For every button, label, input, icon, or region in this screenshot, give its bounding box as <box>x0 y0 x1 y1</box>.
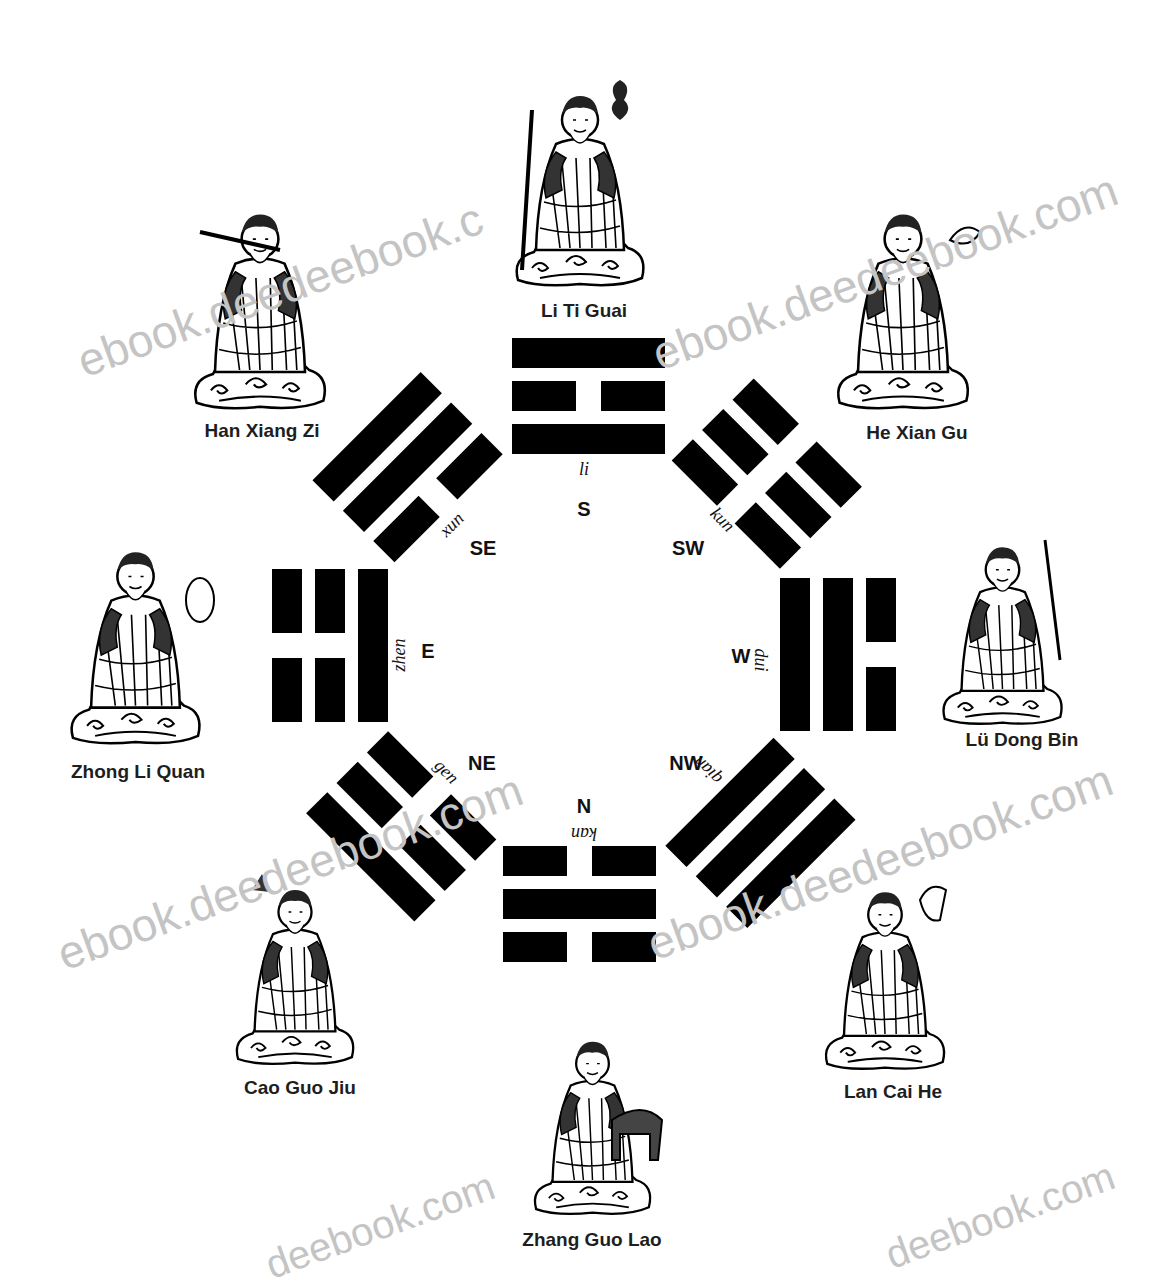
immortal-name: He Xian Gu <box>866 423 967 444</box>
immortal-name: Lan Cai He <box>844 1082 942 1103</box>
direction-label: E <box>421 640 434 662</box>
immortal-name: Han Xiang Zi <box>204 421 319 442</box>
flower-basket <box>920 887 946 921</box>
direction-label: S <box>577 498 590 520</box>
flute <box>200 232 280 250</box>
direction-label: NE <box>468 752 496 774</box>
trigram-zhen <box>272 569 388 722</box>
trigram-li <box>512 338 665 454</box>
figure-zhong-li-quan <box>72 552 200 743</box>
trigram-name: zhen <box>390 639 410 672</box>
immortal-name: Cao Guo Jiu <box>244 1078 356 1099</box>
immortal-name: Li Ti Guai <box>541 301 627 322</box>
trigram-xun <box>312 372 502 562</box>
gourd <box>612 80 628 120</box>
trigram-name: xun <box>436 509 468 541</box>
fan <box>186 578 214 622</box>
trigram-kun <box>672 378 862 568</box>
figure-lu-dong-bin <box>944 547 1062 723</box>
figure-cao-guo-jiu <box>237 890 353 1064</box>
watermark: deebook.com <box>880 1153 1121 1276</box>
figure-li-ti-guai <box>517 96 644 285</box>
donkey <box>612 1110 662 1160</box>
trigram-kan <box>503 846 656 962</box>
trigram-name: li <box>579 460 589 480</box>
direction-label: W <box>732 645 751 667</box>
direction-label: NW <box>669 752 702 774</box>
trigram-name: dui <box>750 648 770 671</box>
figure-lan-cai-he <box>826 892 944 1068</box>
watermark: deebook.com <box>260 1163 501 1286</box>
direction-label: SE <box>470 537 497 559</box>
trigram-name: kun <box>706 504 738 536</box>
direction-label: N <box>577 795 591 817</box>
immortal-name: Zhong Li Quan <box>71 762 205 783</box>
immortal-name: Lü Dong Bin <box>966 730 1079 751</box>
immortal-name: Zhang Guo Lao <box>522 1230 661 1251</box>
trigram-dui <box>780 578 896 731</box>
iron-crutch <box>522 110 532 270</box>
trigram-name: kan <box>571 823 597 843</box>
sword <box>1045 540 1060 660</box>
direction-label: SW <box>672 537 704 559</box>
